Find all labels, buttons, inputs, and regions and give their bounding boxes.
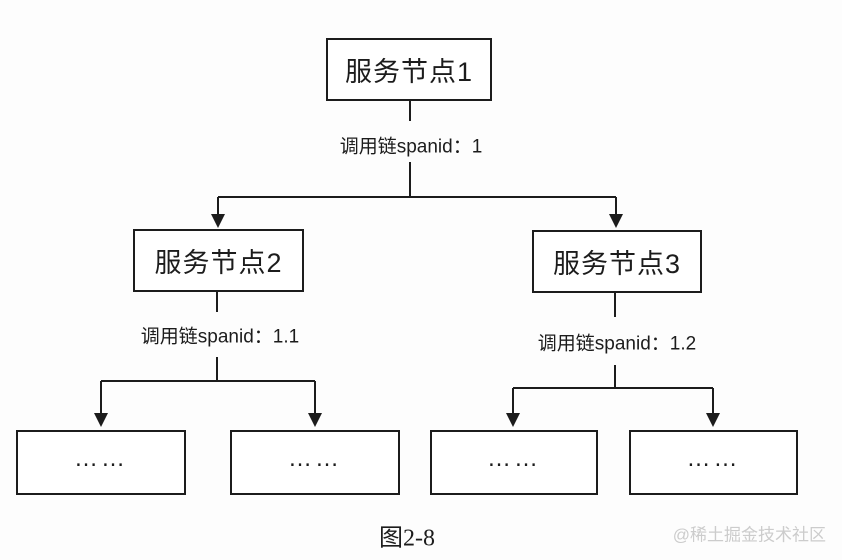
node-leaf-4: …… (629, 430, 798, 495)
node-leaf-3: …… (430, 430, 598, 495)
figure-caption: 图2-8 (379, 525, 435, 552)
arrowhead-leaf3 (506, 413, 520, 427)
node-service-3-label: 服务节点3 (552, 249, 682, 279)
edge-label-spanid-1-1: 调用链spanid：1.1 (140, 326, 300, 348)
arrowhead-node2 (211, 214, 225, 228)
arrowhead-node3 (609, 214, 623, 228)
node-leaf-1: …… (16, 430, 186, 495)
node-leaf-2: …… (230, 430, 400, 495)
arrowhead-leaf2 (308, 413, 322, 427)
node-leaf-4-label: …… (686, 444, 741, 472)
node-service-1: 服务节点1 (326, 38, 492, 101)
node-service-2-label: 服务节点2 (154, 248, 283, 278)
node-leaf-1-label: …… (74, 444, 128, 472)
edge-label-spanid-1: 调用链spanid：1 (339, 136, 483, 158)
node-service-1-label: 服务节点1 (344, 57, 474, 87)
edge-label-spanid-1-2: 调用链spanid：1.2 (537, 333, 697, 355)
arrowhead-leaf1 (94, 413, 108, 427)
node-service-2: 服务节点2 (133, 229, 304, 292)
arrowhead-leaf4 (706, 413, 720, 427)
node-leaf-3-label: …… (487, 444, 541, 472)
watermark-text: @稀土掘金技术社区 (672, 525, 826, 545)
node-leaf-2-label: …… (288, 444, 342, 472)
node-service-3: 服务节点3 (532, 230, 702, 293)
